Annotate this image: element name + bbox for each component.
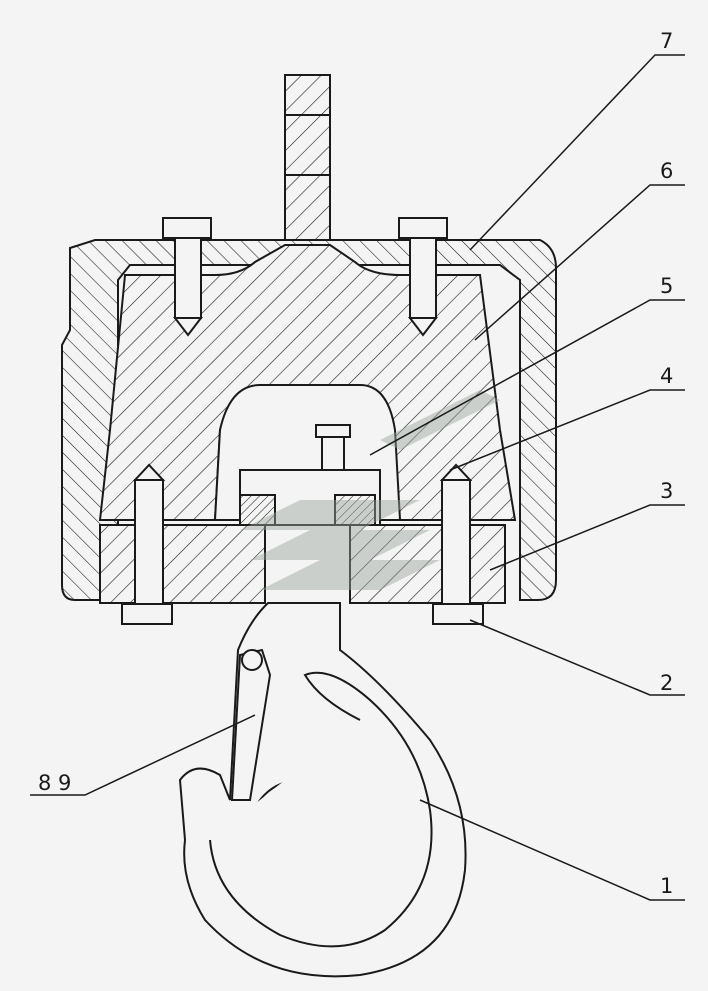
hook-part-1 <box>178 602 467 978</box>
callout-3: 3 <box>660 479 673 503</box>
leader-lines <box>30 54 685 901</box>
bracket-lug <box>284 74 331 241</box>
callout-7: 7 <box>660 29 673 53</box>
callout-5: 5 <box>660 274 673 298</box>
callout-8-9: 8 9 <box>38 771 71 795</box>
latch-part-8-9 <box>230 648 272 801</box>
callout-6: 6 <box>660 159 673 183</box>
callout-2: 2 <box>660 671 673 695</box>
callout-1: 1 <box>660 874 673 898</box>
watermark-logo <box>240 390 500 590</box>
callout-4: 4 <box>660 364 673 388</box>
bottom-bolts-part-2 <box>121 463 484 625</box>
nut-part-5 <box>239 424 381 526</box>
top-bolts <box>162 217 448 337</box>
